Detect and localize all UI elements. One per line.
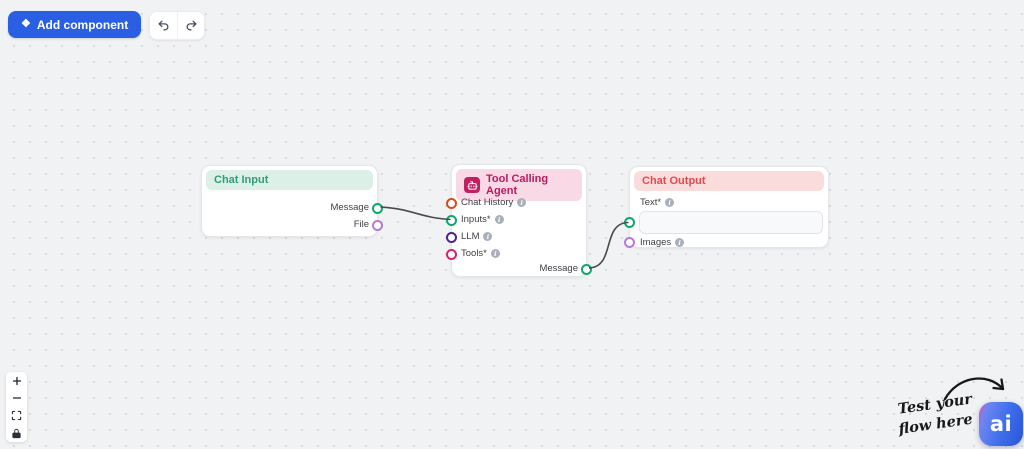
port-chat-input-message[interactable] [372,202,383,214]
output-row-message: Message [330,202,369,213]
info-icon[interactable]: i [517,198,527,207]
input-row-chat-history: Chat History i [461,197,527,208]
input-row-llm: LLM i [461,231,493,242]
node-chat-output[interactable]: Chat Output Text* i Images i [624,166,829,248]
lock-icon [12,428,21,438]
output-row-agent-message: Message [539,263,578,274]
top-toolbar: ❖ Add component [8,11,206,40]
plus-icon [12,376,21,385]
fit-view-button[interactable] [6,407,27,425]
info-icon[interactable]: i [494,215,504,224]
add-component-button[interactable]: ❖ Add component [8,11,142,38]
input-label-chat-history: Chat History [461,197,514,208]
chat-output-text-input[interactable] [639,211,823,234]
undo-redo-group [149,11,206,40]
minus-icon [12,397,21,399]
zoom-out-button[interactable] [6,389,27,407]
undo-button[interactable] [150,12,178,39]
port-agent-llm[interactable] [446,231,457,243]
input-row-inputs: Inputs* i [461,214,504,225]
node-chat-input[interactable]: Chat Input Message File [201,165,383,237]
zoom-in-button[interactable] [6,372,27,390]
agent-title: Tool Calling Agent [486,173,549,197]
input-label-llm: LLM [461,231,480,242]
info-icon[interactable]: i [490,249,500,258]
field-label-text: Text* i [640,197,675,208]
chat-output-header: Chat Output [634,171,824,191]
port-agent-tools[interactable] [446,248,457,260]
redo-icon [186,20,197,31]
edge-chatinput-message-to-agent-inputs[interactable] [380,206,451,221]
port-chat-input-file[interactable] [372,219,383,231]
input-label-tools: Tools* [461,248,487,259]
edge-agent-message-to-chatoutput-text[interactable] [588,221,629,269]
lock-button[interactable] [6,424,27,442]
port-chat-output-images[interactable] [624,237,635,248]
output-label-message: Message [330,202,369,213]
info-icon[interactable]: i [483,232,493,241]
input-label-inputs: Inputs* [461,214,491,225]
add-component-label: Add component [36,17,129,32]
ai-logo: ai [989,412,1013,436]
redo-button[interactable] [177,12,205,39]
port-agent-message[interactable] [581,263,592,275]
component-diamond-icon: ❖ [21,18,31,30]
agent-header: Tool Calling Agent [456,169,582,201]
chat-widget-launcher-button[interactable]: ai [979,402,1023,446]
images-field-label: Images [640,237,672,248]
chat-input-header: Chat Input [206,170,373,190]
canvas-zoom-controls [6,372,27,442]
node-tool-calling-agent[interactable]: Tool Calling Agent Chat History i Inputs… [446,164,592,277]
port-agent-chat-history[interactable] [446,197,457,209]
output-label-file: File [353,219,369,230]
bot-icon [464,177,480,193]
chat-output-title: Chat Output [642,175,706,187]
output-label-agent-message: Message [539,263,578,274]
field-label-images: Images i [640,237,685,248]
curved-arrow-icon [943,377,1005,401]
undo-icon [158,20,169,31]
text-field-label: Text* [640,197,662,208]
chat-input-title: Chat Input [214,174,269,186]
input-row-tools: Tools* i [461,248,500,259]
info-icon[interactable]: i [665,198,675,207]
fit-view-icon [11,411,22,421]
info-icon[interactable]: i [675,238,685,247]
output-row-file: File [354,219,369,230]
